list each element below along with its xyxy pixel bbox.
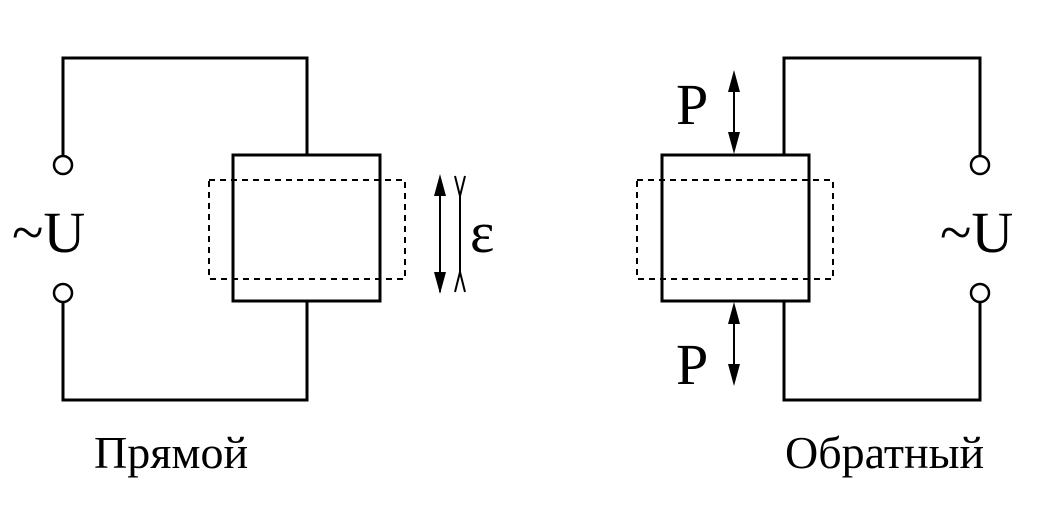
bottom-force-arrow [728,302,740,386]
bottom-force-label: P [676,332,708,397]
right-deformed-outline [636,179,834,280]
left-bottom-wire [61,301,309,402]
left-voltage-label: ~U [12,200,85,265]
top-force-arrow [728,70,740,154]
direct-effect-circuit: ~U ε Прямой [12,56,494,478]
left-bottom-terminal [52,282,74,304]
right-crystal [660,153,811,303]
strain-label: ε [470,200,494,265]
top-force-label: P [676,72,708,137]
right-bottom-wire [782,301,982,402]
left-crystal [231,153,382,303]
left-top-terminal [52,154,74,176]
direct-effect-caption: Прямой [94,427,248,478]
left-deformed-outline [208,179,406,280]
right-top-wire [782,56,982,155]
right-bottom-terminal [969,282,991,304]
right-top-terminal [969,154,991,176]
strain-arrow [434,174,466,294]
left-top-wire [61,56,309,155]
right-voltage-label: ~U [940,200,1013,265]
converse-effect-caption: Обратный [785,427,984,478]
converse-effect-circuit: ~U P P Обратный [636,56,1013,478]
